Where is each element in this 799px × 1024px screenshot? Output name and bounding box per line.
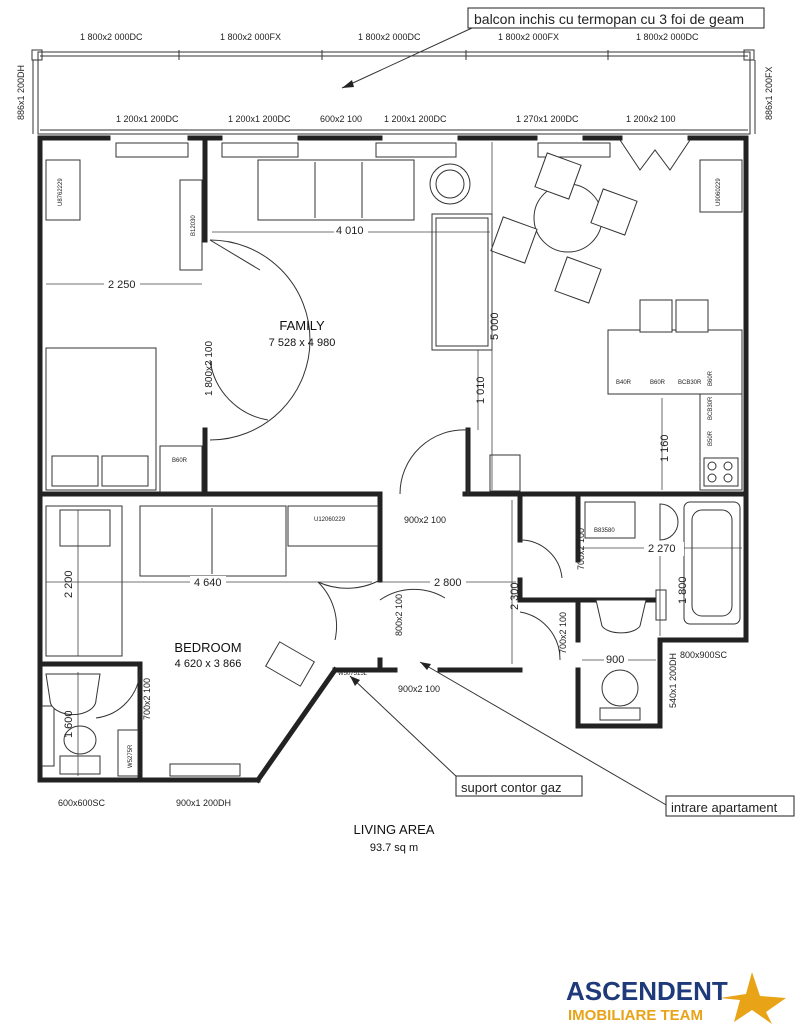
side-window-left: 886x1 200DH: [16, 65, 26, 120]
entrance-callout: intrare apartament: [671, 800, 778, 815]
code-b12030: B12030: [191, 215, 197, 236]
shower-label: 600x600SC: [58, 798, 106, 808]
family-room-size: 7 528 x 4 980: [269, 337, 336, 349]
dim-2800: 2 800: [434, 577, 462, 589]
logo-name: ASCENDENT: [566, 976, 728, 1006]
dim-900: 900: [606, 654, 624, 666]
window-inner-5: 1 270x1 200DC: [516, 114, 579, 124]
dim-1160: 1 160: [659, 434, 671, 462]
dim-2250: 2 250: [108, 279, 136, 291]
leader-lines: [341, 27, 669, 807]
door-label-900-bottom: 900x2 100: [398, 684, 440, 694]
code-u12060229: U12060229: [314, 517, 346, 523]
window-top-2: 1 800x2 000FX: [220, 32, 281, 42]
code-b40r: B40R: [616, 380, 632, 386]
window-inner-3: 600x2 100: [320, 114, 362, 124]
balcony-callout-box: [467, 7, 765, 29]
gas-meter-callout: suport contor gaz: [461, 780, 561, 795]
entrance-callout-box: [665, 795, 795, 817]
dim-1800x2100: 1 800x2 100: [204, 341, 215, 396]
window-top-3: 1 800x2 000DC: [358, 32, 421, 42]
door-label-900-top: 900x2 100: [404, 515, 446, 525]
radiators: [41, 142, 667, 777]
living-area-title: LIVING AREA: [354, 822, 435, 837]
dim-1600: 1 600: [63, 710, 75, 738]
bath-window-label: 540x1 200DH: [668, 653, 678, 708]
dim-2200: 2 200: [63, 570, 75, 598]
walls: [37, 135, 749, 784]
code-u8762229: U8762229: [58, 178, 64, 206]
code-u9060229: U9060229: [716, 178, 722, 206]
code-w507515l: W507515L: [338, 671, 368, 677]
code-w5275r: W5275R: [128, 744, 134, 768]
door-label-700-b: 700x2 100: [558, 612, 568, 654]
window-top-4: 1 800x2 000FX: [498, 32, 559, 42]
bedroom-window-label: 900x1 200DH: [176, 798, 231, 808]
window-top-1: 1 800x2 000DC: [80, 32, 143, 42]
living-area-value: 93.7 sq m: [370, 842, 418, 854]
door-label-700-c: 700x2 100: [142, 678, 152, 720]
dim-2300: 2 300: [509, 582, 521, 610]
bedroom-size: 4 620 x 3 866: [175, 658, 242, 670]
code-b60r-bed: B60R: [172, 458, 188, 464]
code-b60r-kitchen: B60R: [650, 380, 666, 386]
door-label-700-a: 700x2 100: [576, 528, 586, 570]
company-logo: ASCENDENT IMOBILIARE TEAM: [566, 972, 786, 1024]
gas-meter-callout-box: [455, 775, 583, 797]
dim-5000: 5 000: [489, 312, 501, 340]
balcony: [31, 49, 756, 135]
code-bcb30r-2: BCB30R: [708, 396, 714, 420]
code-b50r: B50R: [708, 430, 714, 446]
shower-tray-label: 800x900SC: [680, 650, 728, 660]
dim-4640: 4 640: [194, 577, 222, 589]
code-b83580: B83580: [594, 528, 615, 534]
doors: [95, 139, 691, 719]
window-inner-4: 1 200x1 200DC: [384, 114, 447, 124]
window-inner-6: 1 200x2 100: [626, 114, 676, 124]
code-bcb30r: BCB30R: [678, 380, 702, 386]
dim-2270: 2 270: [648, 543, 676, 555]
bedroom-name: BEDROOM: [174, 640, 241, 655]
window-top-5: 1 800x2 000DC: [636, 32, 699, 42]
dim-1010: 1 010: [475, 376, 487, 404]
side-window-right: 886x1 200FX: [764, 66, 774, 120]
family-room-name: FAMILY: [279, 318, 325, 333]
code-b60r-vertical: B60R: [708, 370, 714, 386]
door-label-800: 800x2 100: [394, 594, 404, 636]
logo-tagline: IMOBILIARE TEAM: [568, 1007, 703, 1024]
window-inner-1: 1 200x1 200DC: [116, 114, 179, 124]
star-icon: [720, 972, 786, 1024]
dim-1800: 1 800: [677, 576, 689, 604]
furniture: [45, 152, 743, 777]
balcony-callout: balcon inchis cu termopan cu 3 foi de ge…: [474, 11, 744, 27]
dim-4010: 4 010: [336, 225, 364, 237]
window-inner-2: 1 200x1 200DC: [228, 114, 291, 124]
